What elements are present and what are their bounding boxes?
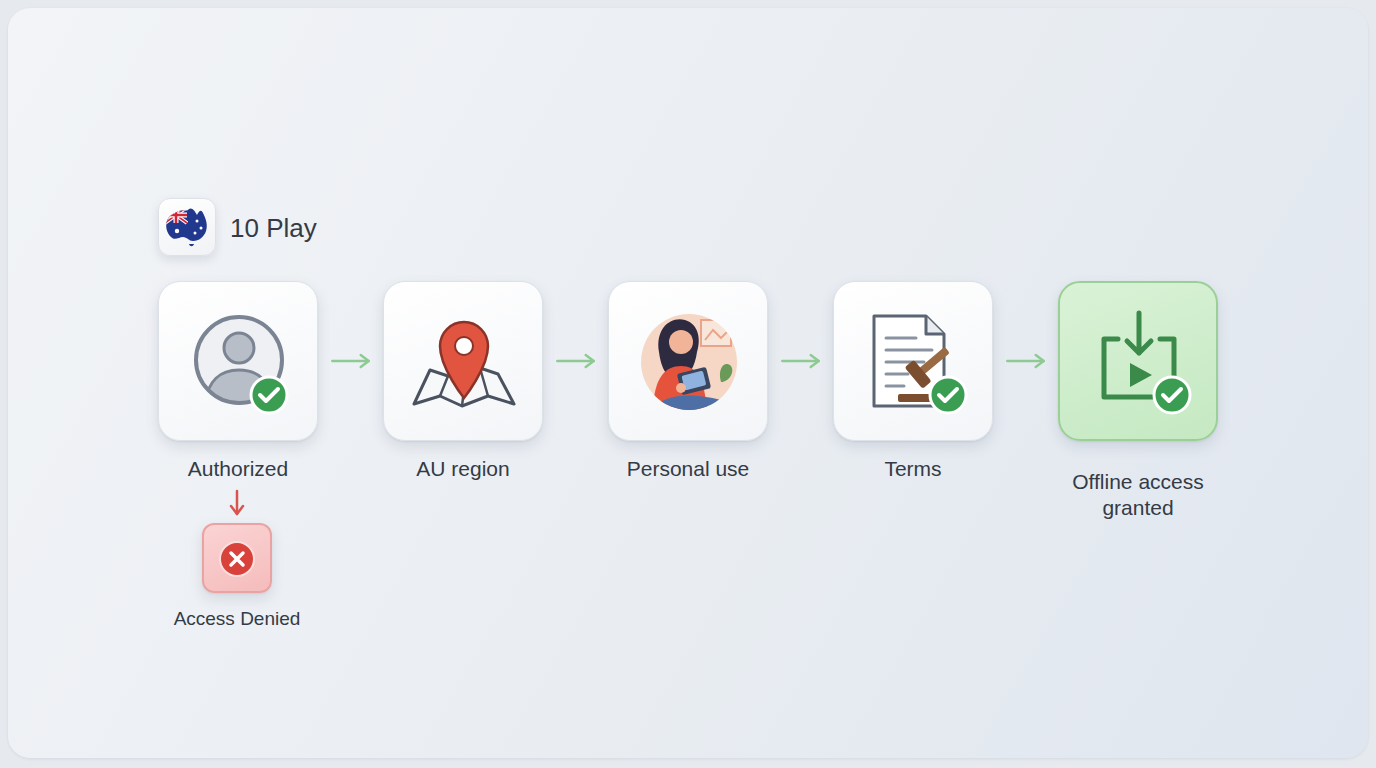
app-title: 10 Play: [230, 213, 317, 243]
step-tile: [1058, 281, 1218, 441]
denied-icon: [204, 525, 270, 591]
step-tile: [383, 281, 543, 441]
arrow-line: [332, 360, 368, 363]
australia-flag-map: [159, 199, 215, 255]
flow-arrow: [1007, 355, 1043, 367]
arrow-line: [782, 360, 818, 363]
step-label: Terms: [818, 456, 1008, 482]
step-tile: [608, 281, 768, 441]
person-with-tablet: [609, 282, 769, 442]
step-label: AU region: [368, 456, 558, 482]
offline-download-icon: [1060, 283, 1218, 441]
step-label: Personal use: [593, 456, 783, 482]
step-label: Authorized: [143, 456, 333, 482]
step-tile: [158, 281, 318, 441]
arrow-line: [557, 360, 593, 363]
arrow-line: [1007, 360, 1043, 363]
step-tile: [833, 281, 993, 441]
arrow-line: [236, 491, 239, 514]
arrow-head: [811, 355, 819, 367]
arrow-head: [1036, 355, 1044, 367]
arrow-head: [586, 355, 594, 367]
arrow-head: [231, 506, 243, 514]
step-label: Access Denied: [147, 607, 327, 630]
step-label: Offline access granted: [1053, 469, 1223, 521]
flow-arrow: [557, 355, 593, 367]
flow-arrow: [782, 355, 818, 367]
app-icon: [158, 198, 216, 256]
flow-arrow: [332, 355, 368, 367]
arrow-head: [361, 355, 369, 367]
denied-tile: [202, 523, 272, 593]
flow-arrow: [231, 491, 243, 514]
terms-document-gavel: [834, 282, 994, 442]
user-icon: [159, 282, 319, 442]
map-pin-icon: [384, 282, 544, 442]
